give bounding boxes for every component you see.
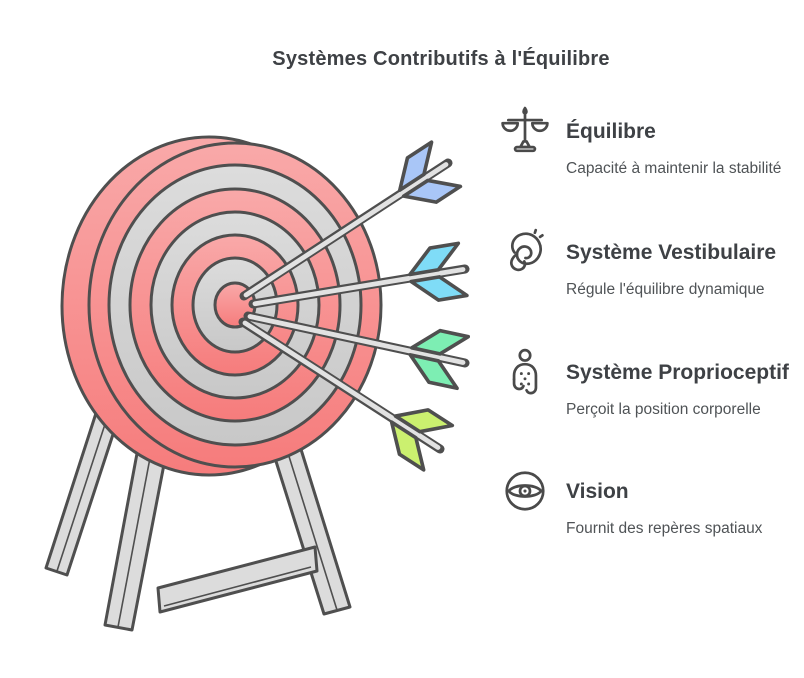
arrow-green	[243, 311, 471, 391]
item-description: Fournit des repères spatiaux	[566, 520, 763, 537]
item-description: Perçoit la position corporelle	[566, 401, 761, 418]
item-description: Régule l'équilibre dynamique	[566, 281, 765, 298]
list-item-proprioceptif: Système Proprioceptif Perçoit la positio…	[500, 347, 789, 420]
balance-scale-icon	[500, 106, 550, 156]
item-heading: Vision	[566, 480, 629, 503]
arrow-blue	[239, 140, 463, 301]
arrow-cyan	[248, 241, 470, 309]
item-heading: Équilibre	[566, 120, 656, 143]
page-title: Systèmes Contributifs à l'Équilibre	[272, 48, 610, 70]
eye-icon	[500, 466, 550, 516]
item-heading: Système Proprioceptif	[566, 361, 789, 384]
item-heading: Système Vestibulaire	[566, 241, 777, 264]
cochlea-spiral-icon	[500, 227, 550, 277]
list-item-vision: Vision Fournit des repères spatiaux	[500, 466, 762, 539]
target-illustration	[44, 135, 471, 632]
body-proprioception-icon	[500, 347, 550, 397]
target-board	[60, 135, 383, 477]
stand-crossbar	[156, 545, 319, 614]
list-item-equilibre: Équilibre Capacité à maintenir la stabil…	[500, 106, 781, 179]
arrows	[238, 140, 471, 472]
arrow-yellow	[238, 317, 455, 472]
item-description: Capacité à maintenir la stabilité	[566, 160, 782, 177]
list-item-vestibulaire: Système Vestibulaire Régule l'équilibre …	[500, 227, 776, 300]
